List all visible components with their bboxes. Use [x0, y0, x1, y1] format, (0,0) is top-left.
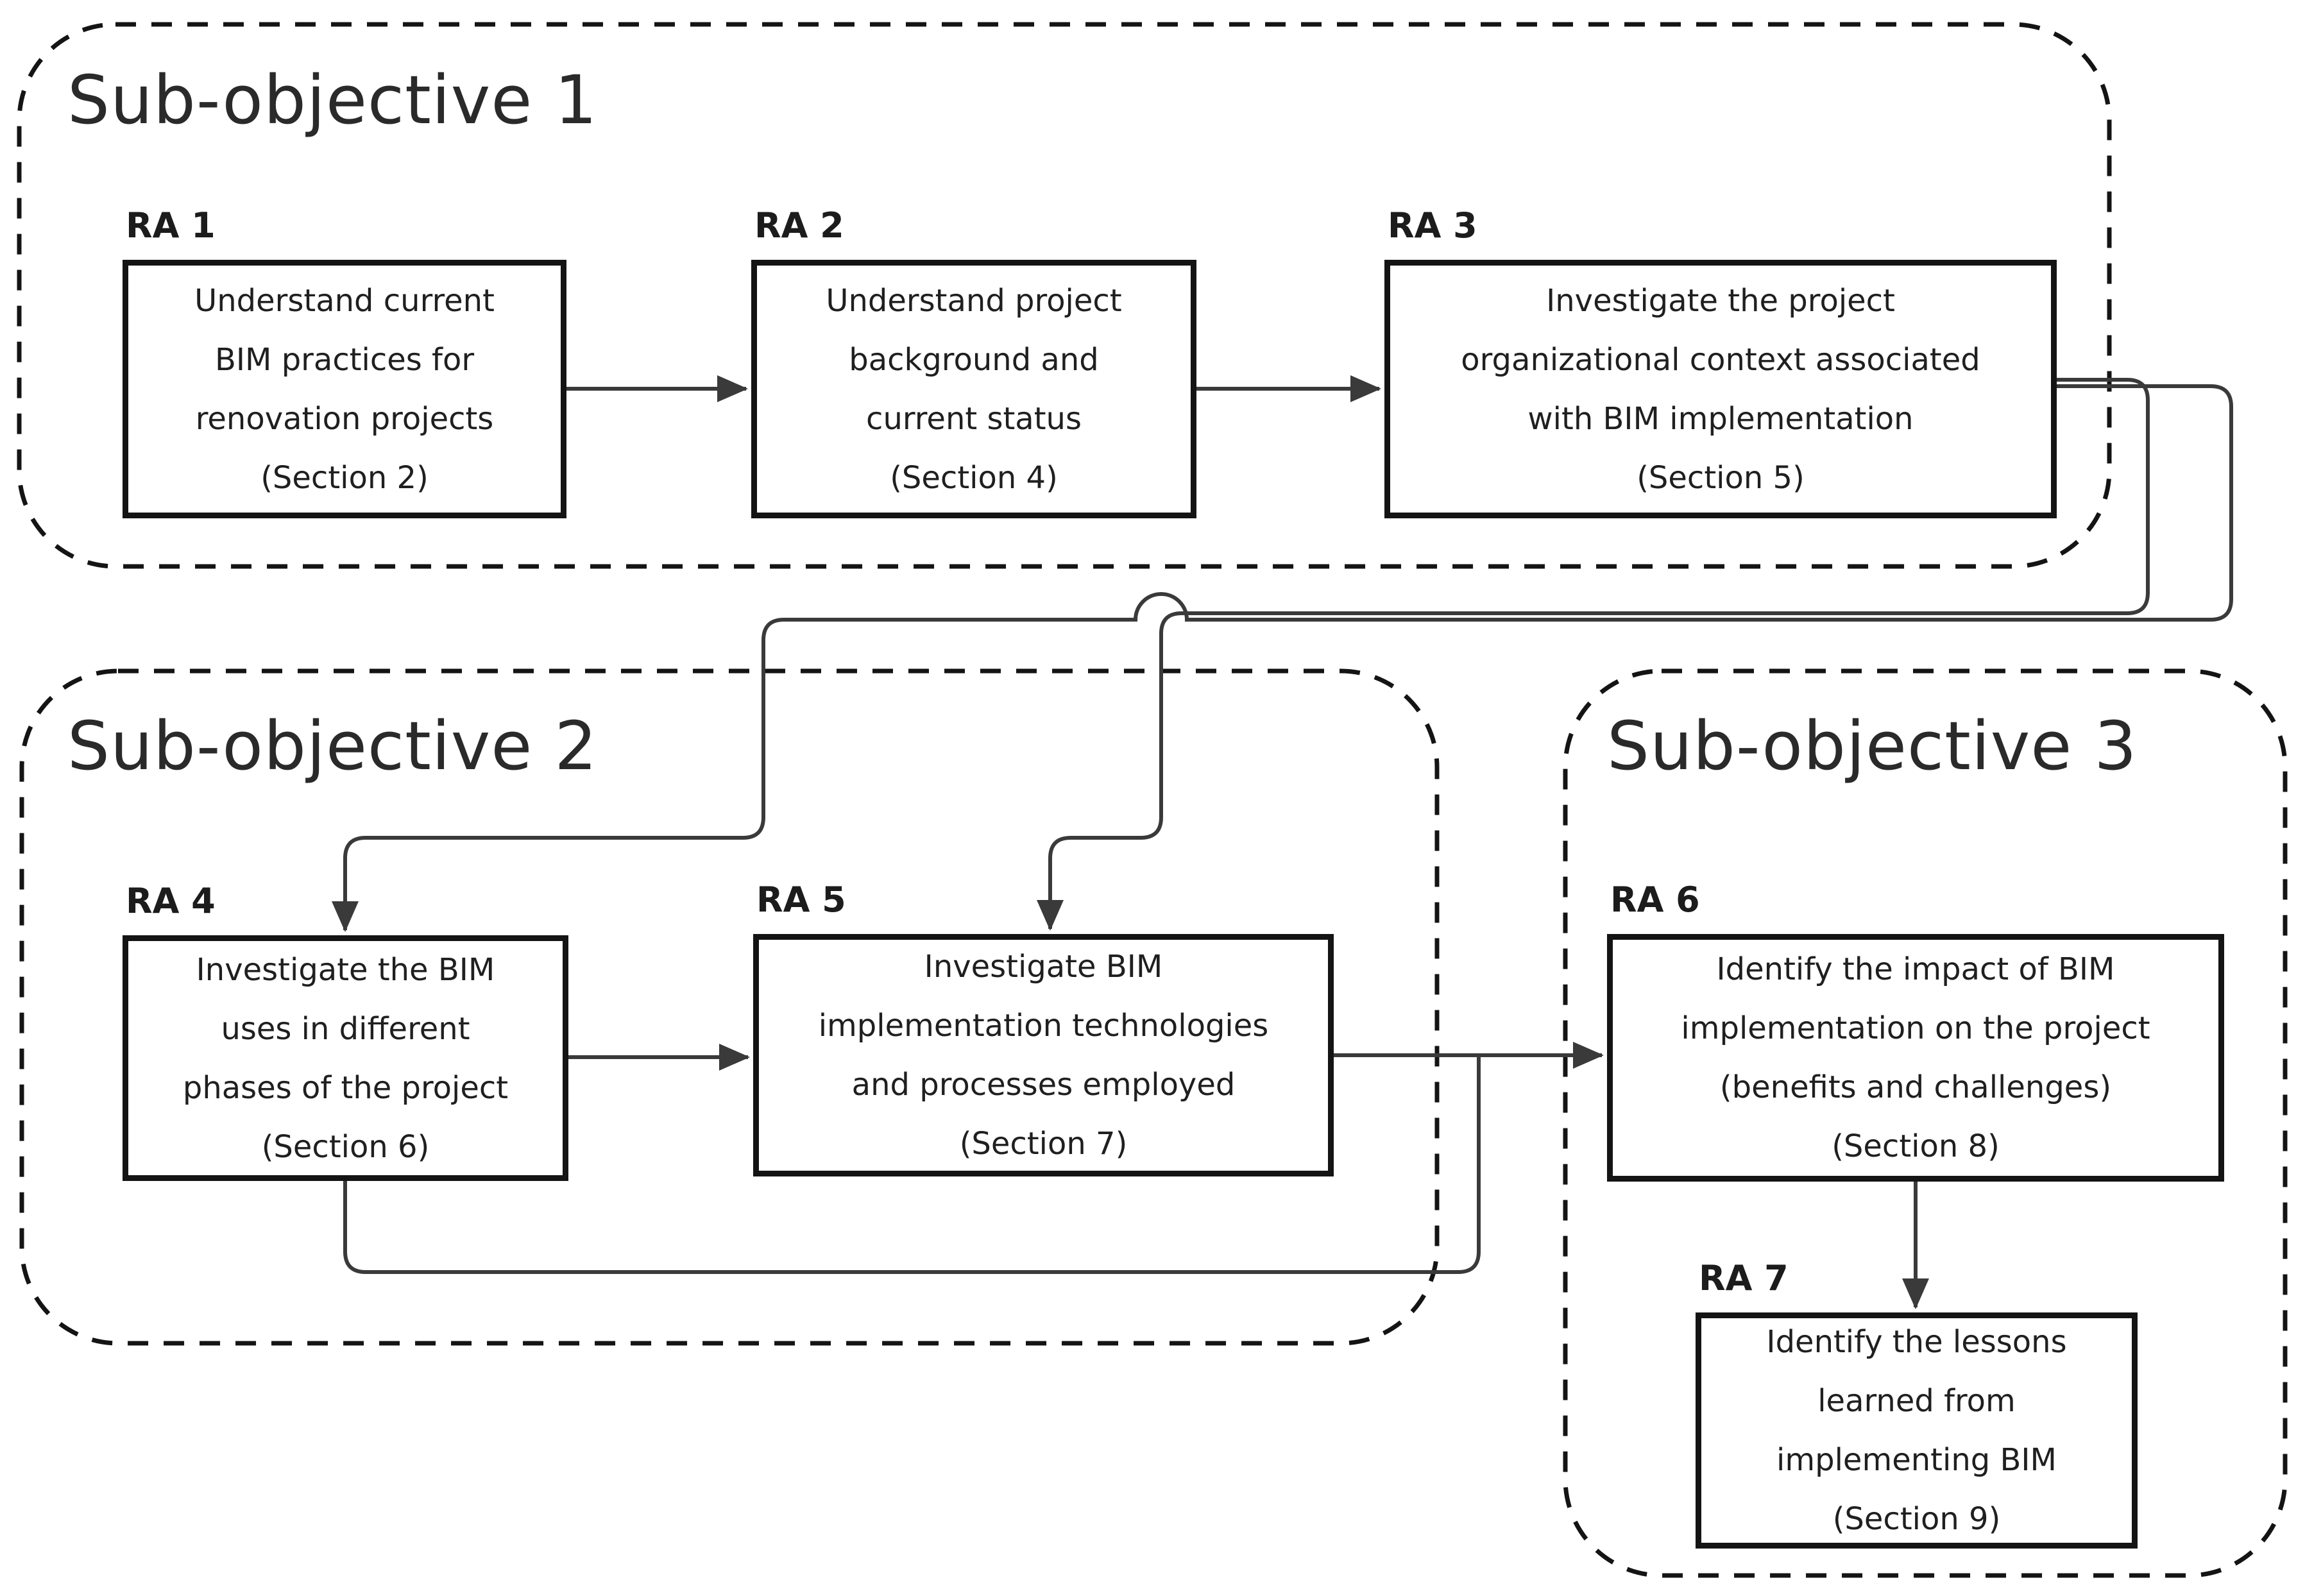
- ra6-text: Identify the impact of BIM implementatio…: [1681, 951, 2150, 1164]
- ra3-label: RA 3: [1388, 205, 1477, 246]
- connector-ra3-ra4: [332, 384, 2233, 932]
- connector-ra3-ra5: [1037, 378, 2150, 931]
- ra7-label: RA 7: [1699, 1258, 1789, 1298]
- ra5-label: RA 5: [756, 879, 846, 920]
- ra4-text: Investigate the BIM uses in different ph…: [182, 951, 509, 1165]
- ra7-box: Identify the lessons learned from implem…: [1696, 1312, 2138, 1549]
- ra3-text: Investigate the project organizational c…: [1461, 282, 1980, 496]
- sub-objective-3-title: Sub-objective 3: [1607, 707, 2138, 785]
- ra1-label: RA 1: [126, 205, 216, 246]
- ra5-box: Investigate BIM implementation technolog…: [753, 934, 1334, 1176]
- ra2-text: Understand project background and curren…: [826, 282, 1122, 496]
- ra2-box: Understand project background and curren…: [751, 260, 1196, 518]
- ra1-box: Understand current BIM practices for ren…: [123, 260, 566, 518]
- ra4-box: Investigate the BIM uses in different ph…: [123, 935, 568, 1181]
- ra1-text: Understand current BIM practices for ren…: [194, 282, 495, 496]
- ra6-box: Identify the impact of BIM implementatio…: [1607, 934, 2224, 1182]
- sub-objective-1-container: [17, 22, 2112, 569]
- ra5-text: Investigate BIM implementation technolog…: [818, 949, 1269, 1162]
- ra6-label: RA 6: [1610, 879, 1700, 920]
- ra7-text: Identify the lessons learned from implem…: [1766, 1324, 2067, 1537]
- connector-ra4-ra6: [343, 1054, 1481, 1274]
- sub-objective-2-title: Sub-objective 2: [67, 707, 598, 785]
- ra3-box: Investigate the project organizational c…: [1384, 260, 2057, 518]
- sub-objective-3-container: [1563, 668, 2288, 1578]
- sub-objective-2-container: [19, 668, 1440, 1346]
- ra2-label: RA 2: [754, 205, 844, 246]
- ra4-label: RA 4: [126, 881, 216, 921]
- sub-objective-1-title: Sub-objective 1: [67, 61, 598, 139]
